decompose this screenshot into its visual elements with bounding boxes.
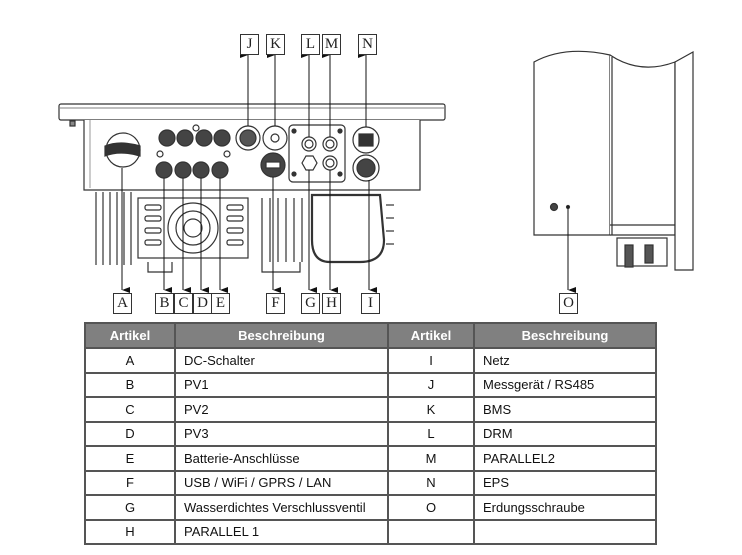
- left-key: B: [84, 371, 176, 398]
- callout-label-a: A: [113, 293, 132, 314]
- right-key: L: [387, 420, 475, 447]
- callout-label-m: M: [322, 34, 341, 55]
- header-artikel-right: Artikel: [387, 322, 475, 349]
- right-desc: BMS: [473, 396, 657, 423]
- table-row: F USB / WiFi / GPRS / LAN N EPS: [84, 469, 657, 496]
- callout-label-e: E: [211, 293, 230, 314]
- right-key: I: [387, 347, 475, 374]
- table-row: A DC-Schalter I Netz: [84, 347, 657, 374]
- left-key: H: [84, 518, 176, 545]
- callout-label-n: N: [358, 34, 377, 55]
- left-key: D: [84, 420, 176, 447]
- inverter-diagram: J K L M N A B C D E F G H I O: [58, 34, 694, 314]
- right-desc: Messgerät / RS485: [473, 371, 657, 398]
- callout-label-b: B: [155, 293, 174, 314]
- callout-label-j: J: [240, 34, 259, 55]
- right-key: O: [387, 494, 475, 521]
- table-row: C PV2 K BMS: [84, 396, 657, 423]
- inverter-drawing: [58, 50, 694, 293]
- callout-label-o: O: [559, 293, 578, 314]
- header-beschreibung-right: Beschreibung: [473, 322, 657, 349]
- callout-label-k: K: [266, 34, 285, 55]
- right-key: [387, 518, 475, 545]
- callout-label-d: D: [193, 293, 212, 314]
- left-key: A: [84, 347, 176, 374]
- side-view: [533, 50, 694, 293]
- table-header-row: Artikel Beschreibung Artikel Beschreibun…: [84, 322, 657, 349]
- right-key: K: [387, 396, 475, 423]
- callout-label-i: I: [361, 293, 380, 314]
- front-view: [58, 103, 446, 273]
- table-row: D PV3 L DRM: [84, 420, 657, 447]
- table-row: G Wasserdichtes Verschlussventil O Erdun…: [84, 494, 657, 521]
- right-desc: [473, 518, 657, 545]
- callout-label-f: F: [266, 293, 285, 314]
- connection-table: Artikel Beschreibung Artikel Beschreibun…: [84, 322, 657, 545]
- left-desc: DC-Schalter: [174, 347, 389, 374]
- callout-lines-top: [240, 52, 367, 137]
- callout-label-l: L: [301, 34, 320, 55]
- left-desc: PARALLEL 1: [174, 518, 389, 545]
- right-key: M: [387, 445, 475, 472]
- callout-label-h: H: [322, 293, 341, 314]
- header-beschreibung-left: Beschreibung: [174, 322, 389, 349]
- right-key: N: [387, 469, 475, 496]
- left-desc: Batterie-Anschlüsse: [174, 445, 389, 472]
- left-desc: PV1: [174, 371, 389, 398]
- table-row: H PARALLEL 1: [84, 518, 657, 545]
- right-desc: EPS: [473, 469, 657, 496]
- header-artikel-left: Artikel: [84, 322, 176, 349]
- table-row: E Batterie-Anschlüsse M PARALLEL2: [84, 445, 657, 472]
- right-desc: PARALLEL2: [473, 445, 657, 472]
- right-desc: Netz: [473, 347, 657, 374]
- right-desc: DRM: [473, 420, 657, 447]
- left-key: F: [84, 469, 176, 496]
- left-desc: Wasserdichtes Verschlussventil: [174, 494, 389, 521]
- left-key: G: [84, 494, 176, 521]
- left-key: E: [84, 445, 176, 472]
- table-row: B PV1 J Messgerät / RS485: [84, 371, 657, 398]
- left-key: C: [84, 396, 176, 423]
- callout-lines-bottom: [121, 168, 377, 293]
- right-key: J: [387, 371, 475, 398]
- callout-label-c: C: [174, 293, 193, 314]
- left-desc: PV2: [174, 396, 389, 423]
- left-desc: USB / WiFi / GPRS / LAN: [174, 469, 389, 496]
- left-desc: PV3: [174, 420, 389, 447]
- callout-label-g: G: [301, 293, 320, 314]
- right-desc: Erdungsschraube: [473, 494, 657, 521]
